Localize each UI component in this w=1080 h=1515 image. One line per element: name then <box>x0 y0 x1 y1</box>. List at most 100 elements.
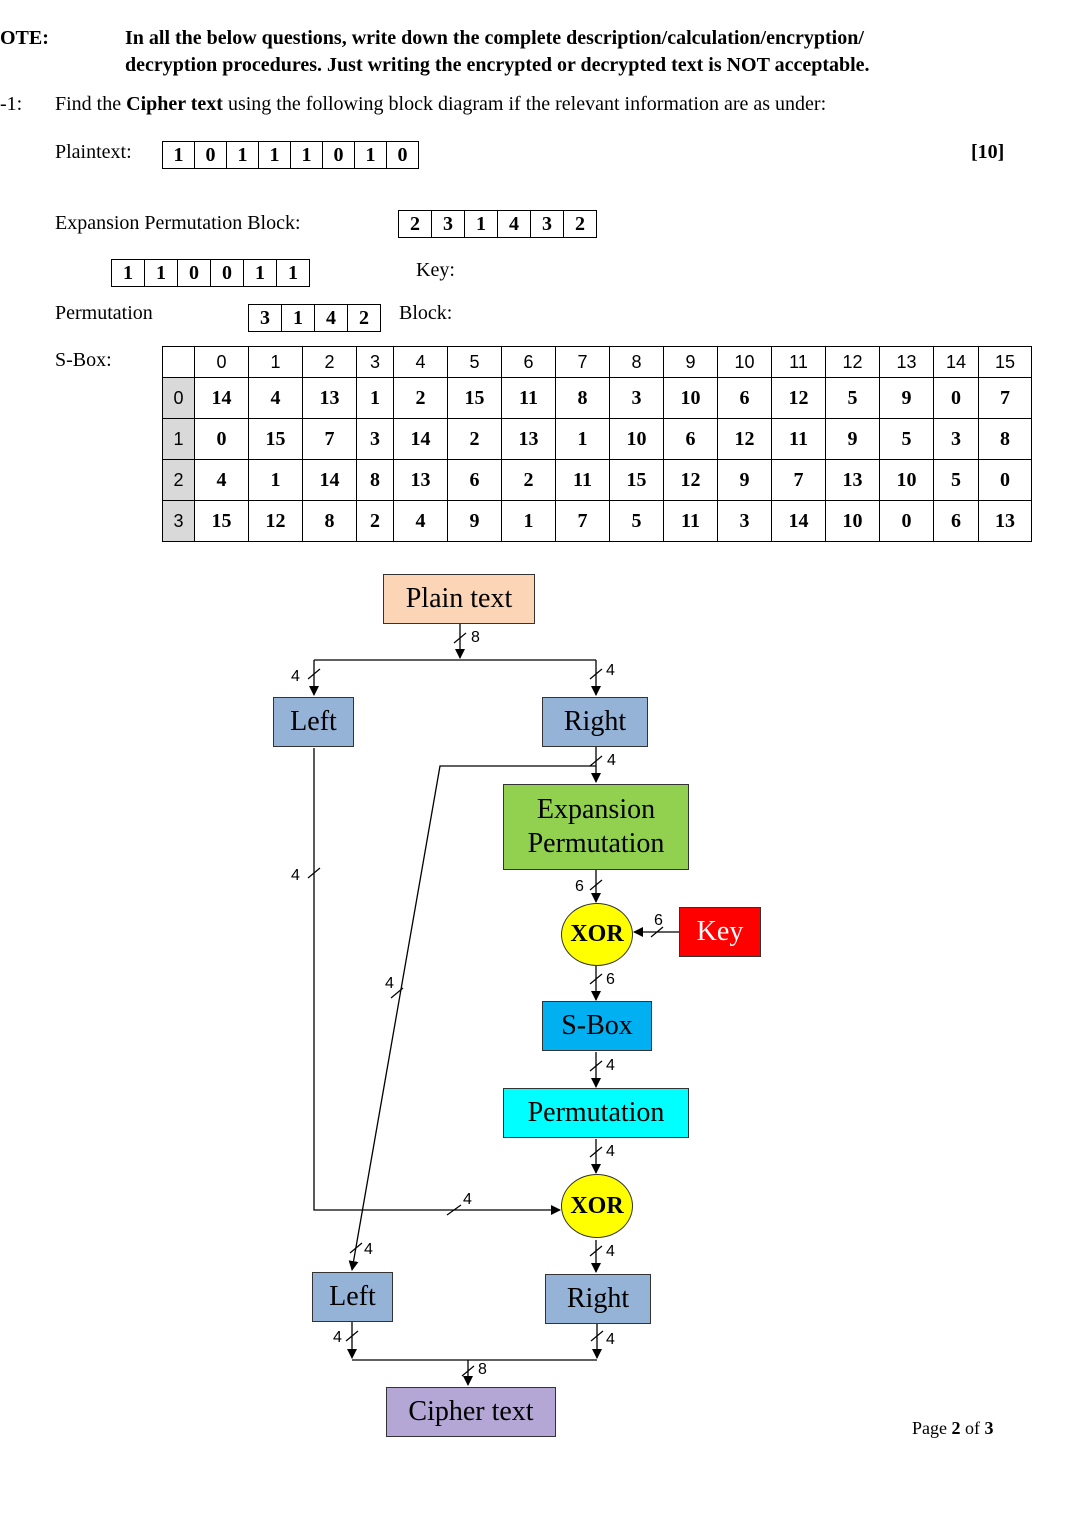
sbox-col-header: 3 <box>356 346 394 378</box>
expansion-permutation-node: Expansion Permutation <box>503 784 689 870</box>
sbox-col-header: 2 <box>302 346 357 378</box>
sbox-header-row: 0 1 2 3 4 5 6 7 8 9 10 11 12 13 14 15 <box>162 346 1032 378</box>
bus-slash <box>461 1365 475 1377</box>
bus-slash <box>590 1330 604 1342</box>
bus-slash <box>589 1146 603 1158</box>
sbox-cell: 7 <box>555 500 610 542</box>
bus-slash <box>307 668 321 680</box>
bus-slash <box>589 1245 603 1257</box>
sbox-cell: 7 <box>978 377 1032 419</box>
sbox-col-header: 1 <box>248 346 303 378</box>
expansion-value: 1 <box>465 211 498 237</box>
key-bit: 1 <box>112 260 145 286</box>
note-line-1: In all the below questions, write down t… <box>125 27 864 49</box>
sbox-row-header: 1 <box>162 418 195 460</box>
expansion-value: 2 <box>399 211 432 237</box>
expansion-value: 2 <box>575 213 585 235</box>
bus-label: 4 <box>607 752 616 769</box>
sbox-cell: 10 <box>609 418 664 460</box>
sbox-row: 3 15 12 8 2 4 9 1 7 5 11 3 14 10 0 6 13 <box>162 500 1032 542</box>
bus-slash <box>650 926 664 938</box>
bus-slash <box>446 1204 462 1216</box>
sbox-cell: 7 <box>302 418 357 460</box>
key-label: Key: <box>416 259 455 281</box>
bus-label: 6 <box>654 912 663 929</box>
plaintext-bit: 0 <box>397 144 408 166</box>
sbox-col-header: 12 <box>825 346 880 378</box>
sbox-cell: 2 <box>393 377 448 419</box>
sbox-cell: 13 <box>393 459 448 501</box>
plaintext-bit: 1 <box>259 142 291 168</box>
sbox-col-header: 8 <box>609 346 664 378</box>
bus-label: 4 <box>333 1329 342 1346</box>
plaintext-bits: 1 0 1 1 1 0 1 0 <box>162 141 419 169</box>
sbox-col-header: 15 <box>978 346 1032 378</box>
permutation-values: 3 1 4 2 <box>248 304 381 332</box>
key-bit: 1 <box>145 260 178 286</box>
note-label: OTE: <box>0 27 49 49</box>
sbox-node: S-Box <box>542 1001 652 1051</box>
question-marks: [10] <box>971 141 1005 163</box>
sbox-cell: 11 <box>555 459 610 501</box>
xor-top-node: XOR <box>561 903 633 966</box>
right-top-node: Right <box>542 697 648 747</box>
sbox-cell: 0 <box>978 459 1032 501</box>
bus-label: 4 <box>463 1191 472 1208</box>
sbox-cell: 9 <box>879 377 934 419</box>
sbox-col-header: 13 <box>879 346 934 378</box>
permutation-label-block: Block: <box>399 302 453 324</box>
permutation-label: Permutation <box>55 302 153 324</box>
sbox-col-header: 5 <box>447 346 502 378</box>
sbox-cell: 5 <box>879 418 934 460</box>
expansion-label: Expansion Permutation Block: <box>55 212 301 234</box>
sbox-cell: 8 <box>555 377 610 419</box>
expansion-line-2: Permutation <box>527 828 665 859</box>
sbox-cell: 1 <box>248 459 303 501</box>
sbox-cell: 9 <box>447 500 502 542</box>
sbox-cell: 1 <box>356 377 394 419</box>
bus-label: 4 <box>606 1243 615 1260</box>
sbox-cell: 2 <box>447 418 502 460</box>
sbox-cell: 1 <box>555 418 610 460</box>
sbox-cell: 0 <box>933 377 979 419</box>
sbox-cell: 14 <box>393 418 448 460</box>
permutation-value: 4 <box>315 305 348 331</box>
bus-label: 4 <box>291 668 300 685</box>
permutation-value: 3 <box>249 305 282 331</box>
sbox-cell: 3 <box>717 500 772 542</box>
page-mid: of <box>960 1418 985 1438</box>
question-text-before: Find the <box>55 93 127 115</box>
note-line-2: decryption procedures. Just writing the … <box>125 54 870 76</box>
key-bit: 0 <box>178 260 211 286</box>
sbox-cell: 11 <box>771 418 826 460</box>
page-total: 3 <box>984 1418 994 1438</box>
bus-label: 4 <box>606 662 615 679</box>
key-bits: 1 1 0 0 1 1 <box>111 259 310 287</box>
cross-line <box>348 765 596 1271</box>
key-bit: 1 <box>244 260 277 286</box>
expansion-value: 4 <box>498 211 531 237</box>
bus-label: 4 <box>291 867 300 884</box>
permutation-node: Permutation <box>503 1088 689 1138</box>
sbox-row: 2 4 1 14 8 13 6 2 11 15 12 9 7 13 10 5 0 <box>162 459 1032 501</box>
sbox-row: 0 14 4 13 1 2 15 11 8 3 10 6 12 5 9 0 7 <box>162 377 1032 419</box>
page-number: Page 2 of 3 <box>912 1417 994 1439</box>
sbox-row: 1 0 15 7 3 14 2 13 1 10 6 12 11 9 5 3 8 <box>162 418 1032 460</box>
sbox-cell: 8 <box>978 418 1032 460</box>
sbox-cell: 1 <box>501 500 556 542</box>
question-text-bold: Cipher text <box>126 93 223 115</box>
bus-label: 4 <box>385 975 394 992</box>
bus-slash <box>349 1242 363 1254</box>
bus-slash <box>589 668 603 680</box>
bus-label: 6 <box>575 878 584 895</box>
xor-bottom-node: XOR <box>561 1174 633 1238</box>
sbox-cell: 5 <box>609 500 664 542</box>
sbox-cell: 7 <box>771 459 826 501</box>
plaintext-bit: 1 <box>355 142 387 168</box>
plaintext-label: Plaintext: <box>55 141 132 163</box>
bus-slash <box>390 987 404 999</box>
sbox-cell: 12 <box>248 500 303 542</box>
plaintext-bit: 0 <box>323 142 355 168</box>
sbox-col-header: 6 <box>501 346 556 378</box>
sbox-cell: 4 <box>393 500 448 542</box>
